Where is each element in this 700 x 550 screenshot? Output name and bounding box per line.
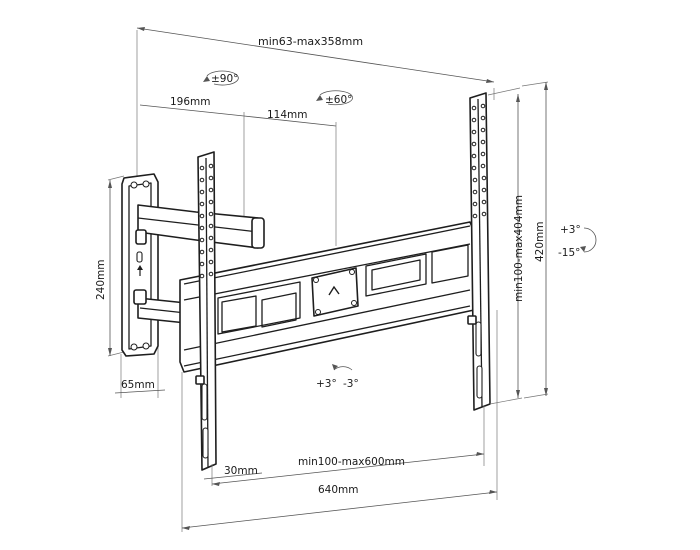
- tilt-up-label: +3°: [560, 224, 581, 236]
- rotate-60-indicator: ±60°: [316, 90, 354, 106]
- left-vertical-bracket: [195, 151, 217, 471]
- offset-30-label: 30mm: [224, 465, 258, 477]
- offset-30-dimension: 30mm: [203, 464, 263, 486]
- horizontal-rail: [179, 221, 475, 373]
- rotate-60-label: ±60°: [325, 94, 352, 106]
- swivel-plus-label: +3°: [316, 378, 337, 390]
- arm-114-dimension: 114mm: [243, 109, 337, 246]
- rotate-90-label: ±90°: [211, 73, 238, 85]
- vesa-vertical-dimension: min100-max404mm: [487, 87, 525, 405]
- swivel-indicator: +3° -3°: [316, 364, 359, 390]
- rotate-90-indicator: ±90°: [203, 70, 239, 86]
- vesa-horizontal-dimension: min100-max600mm: [211, 406, 485, 486]
- right-vertical-bracket: [467, 92, 491, 411]
- vesa-vertical-label: min100-max404mm: [513, 195, 525, 302]
- tilt-down-label: -15°: [558, 247, 580, 259]
- reach-dimension: min63-max358mm: [136, 27, 495, 180]
- total-width-label: 640mm: [318, 484, 359, 496]
- rail-height-label: 420mm: [534, 222, 546, 263]
- wall-depth-label: 65mm: [121, 379, 155, 391]
- right-bracket-holes: [471, 103, 487, 219]
- wall-height-label: 240mm: [95, 260, 107, 301]
- reach-label: min63-max358mm: [258, 35, 363, 48]
- swivel-minus-label: -3°: [343, 378, 359, 390]
- tilt-indicator: +3° -15°: [558, 224, 597, 259]
- arm-196-label: 196mm: [170, 96, 211, 108]
- vesa-horizontal-label: min100-max600mm: [298, 456, 405, 468]
- wall-depth-dimension: 65mm: [114, 344, 166, 398]
- wall-plate: [121, 173, 159, 357]
- arm-114-label: 114mm: [267, 109, 308, 121]
- total-width-dimension: 640mm: [181, 310, 498, 532]
- arm-196-dimension: 196mm: [139, 96, 245, 222]
- rail-height-dimension: 420mm: [521, 81, 549, 399]
- left-bracket-holes: [199, 163, 214, 279]
- wall-height-dimension: 240mm: [95, 175, 125, 357]
